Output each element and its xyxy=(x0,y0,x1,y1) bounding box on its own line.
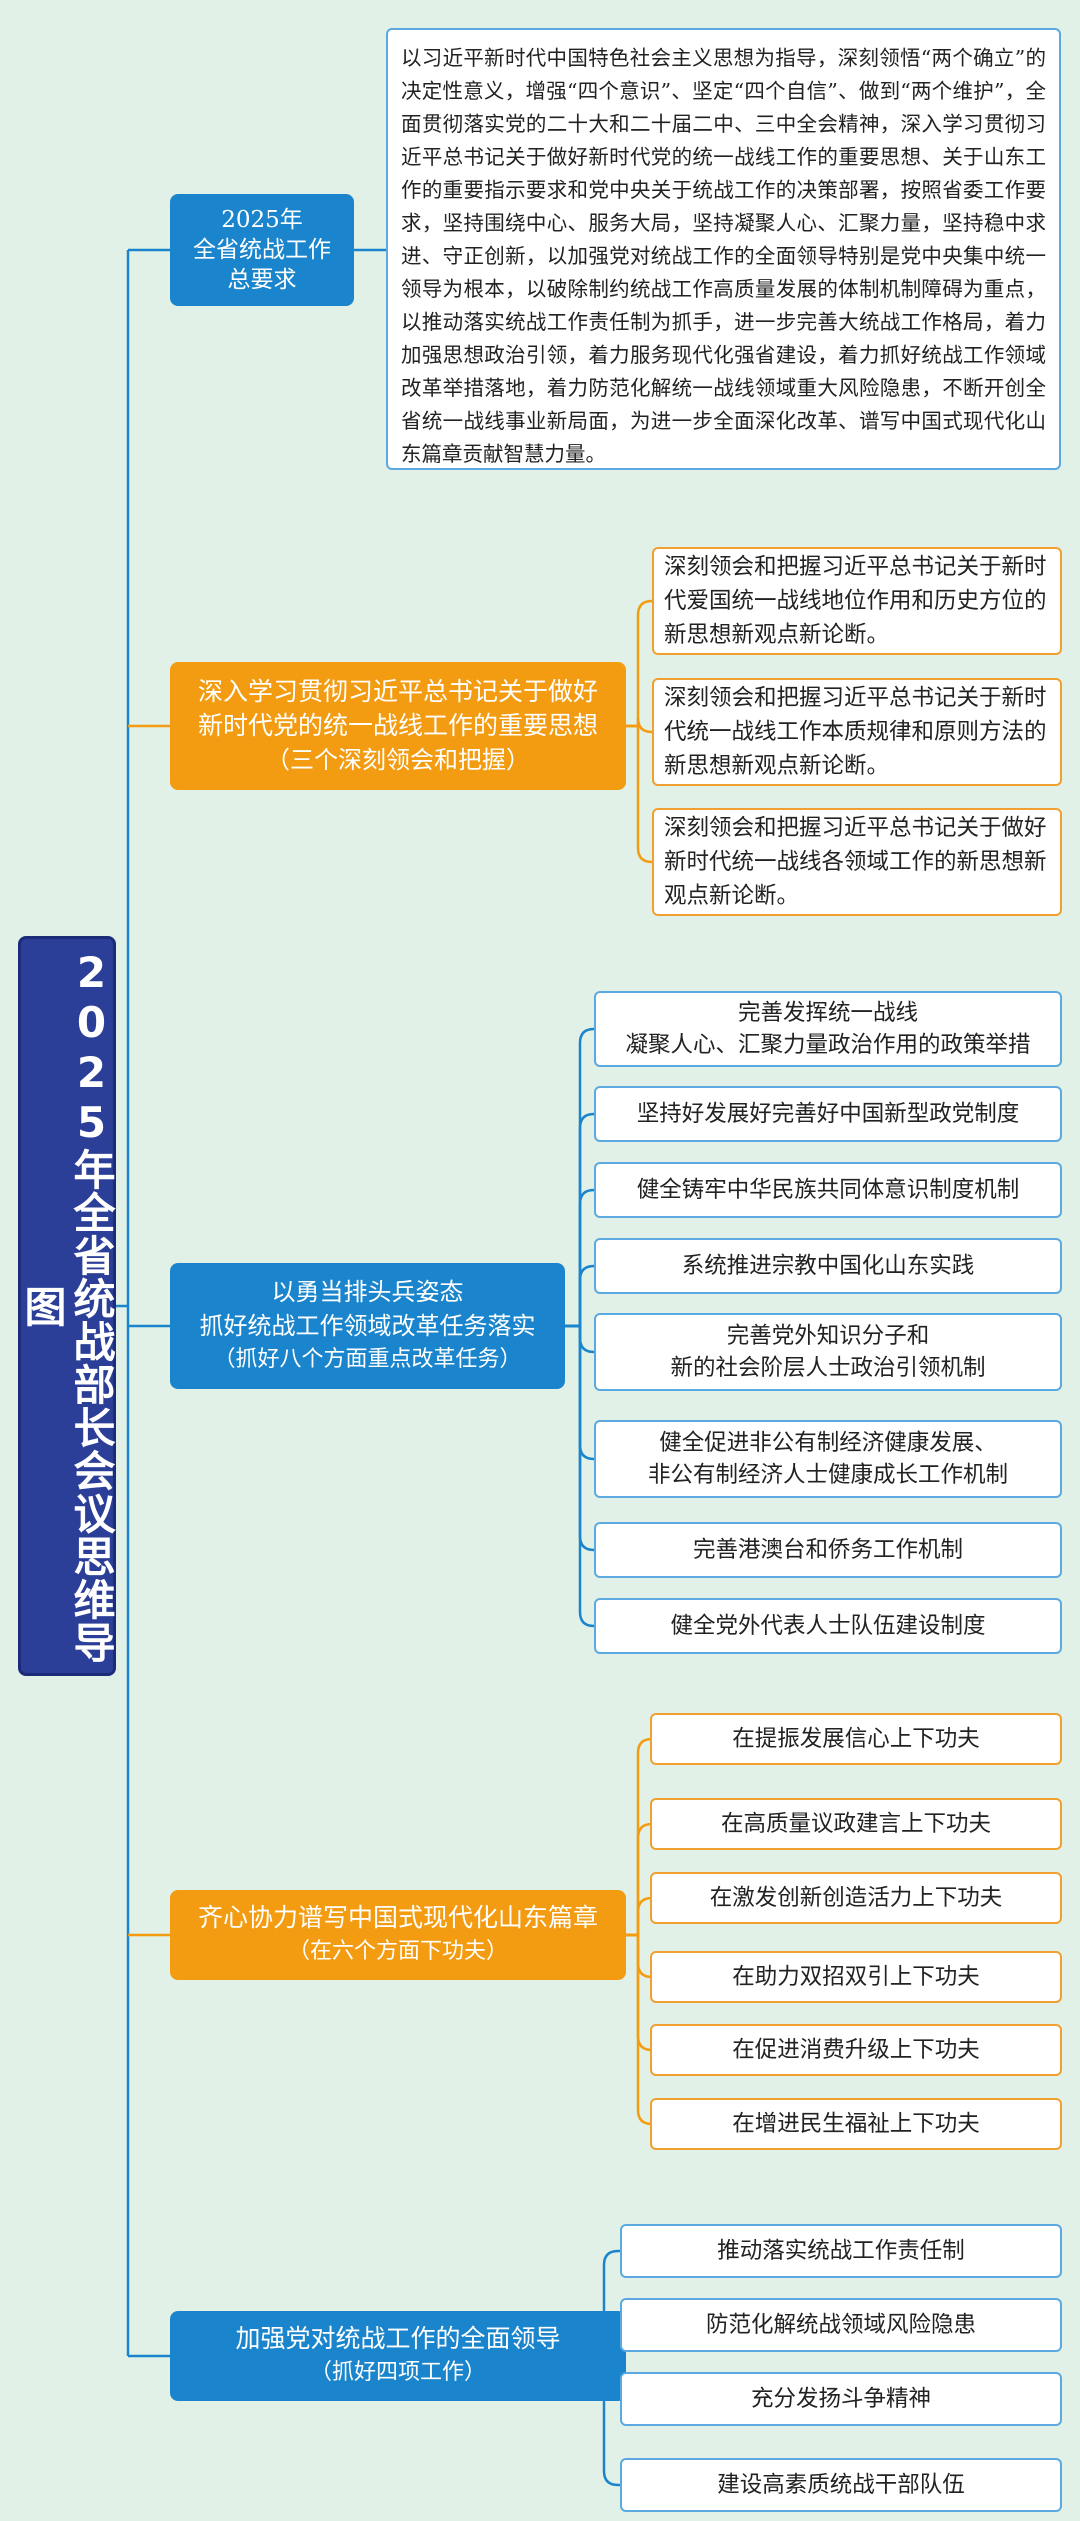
effort-item-3: 在激发创新创造活力上下功夫 xyxy=(650,1872,1062,1924)
general-requirements-text: 以习近平新时代中国特色社会主义思想为指导，深刻领悟“两个确立”的决定性意义，增强… xyxy=(386,28,1061,470)
reform-item-3: 健全铸牢中华民族共同体意识制度机制 xyxy=(594,1162,1062,1218)
reform-link-4 xyxy=(565,1264,595,1328)
study-item-3: 深刻领会和把握习近平总书记关于做好新时代统一战线各领域工作的新思想新观点新论断。 xyxy=(652,808,1062,916)
effort-link-6 xyxy=(626,1933,653,2126)
study-link-2 xyxy=(626,717,653,734)
branch-party-leadership: 加强党对统战工作的全面领导 （抓好四项工作） xyxy=(170,2311,626,2401)
effort-item-6: 在增进民生福祉上下功夫 xyxy=(650,2098,1062,2150)
study-item-2: 深刻领会和把握习近平总书记关于新时代统一战线工作本质规律和原则方法的新思想新观点… xyxy=(652,678,1062,786)
effort-item-2: 在高质量议政建言上下功夫 xyxy=(650,1798,1062,1850)
branch-title: 2025年 全省统战工作 总要求 xyxy=(193,207,331,293)
branch-study-thought: 深入学习贯彻习近平总书记关于做好 新时代党的统一战线工作的重要思想 （三个深刻领… xyxy=(170,662,626,790)
reform-link-3 xyxy=(565,1188,595,1328)
leadership-link-4 xyxy=(602,2354,626,2487)
reform-item-7: 完善港澳台和侨务工作机制 xyxy=(594,1522,1062,1578)
reform-item-8: 健全党外代表人士队伍建设制度 xyxy=(594,1598,1062,1654)
branch-subtitle: （三个深刻领会和把握） xyxy=(266,746,530,774)
leadership-item-2: 防范化解统战领域风险隐患 xyxy=(620,2298,1062,2352)
effort-link-3 xyxy=(626,1896,653,1937)
branch-subtitle: （在六个方面下功夫） xyxy=(287,1939,508,1964)
study-item-1: 深刻领会和把握习近平总书记关于新时代爱国统一战线地位作用和历史方位的新思想新观点… xyxy=(652,547,1062,655)
branch-title: 加强党对统战工作的全面领导 xyxy=(235,2324,561,2353)
study-link-3 xyxy=(626,724,653,864)
reform-item-4: 系统推进宗教中国化山东实践 xyxy=(594,1238,1062,1294)
study-link-1 xyxy=(626,599,653,728)
reform-link-2 xyxy=(565,1112,595,1328)
leadership-item-1: 推动落实统战工作责任制 xyxy=(620,2224,1062,2278)
reform-item-1: 完善发挥统一战线 凝聚人心、汇聚力量政治作用的政策举措 xyxy=(594,991,1062,1067)
central-topic: 2025年全省统战部长会议思维导图 xyxy=(18,936,116,1676)
effort-item-5: 在促进消费升级上下功夫 xyxy=(650,2024,1062,2076)
reform-item-6: 健全促进非公有制经济健康发展、 非公有制经济人士健康成长工作机制 xyxy=(594,1420,1062,1498)
branch-reform-tasks: 以勇当排头兵姿态 抓好统战工作领域改革任务落实 （抓好八个方面重点改革任务） xyxy=(170,1263,565,1389)
branch-subtitle: （抓好八个方面重点改革任务） xyxy=(213,1347,522,1372)
reform-item-2: 坚持好发展好完善好中国新型政党制度 xyxy=(594,1086,1062,1142)
leadership-item-4: 建设高素质统战干部队伍 xyxy=(620,2458,1062,2512)
branch-title: 以勇当排头兵姿态 抓好统战工作领域改革任务落实 xyxy=(199,1278,536,1340)
branch-title: 齐心协力谱写中国式现代化山东篇章 xyxy=(197,1903,598,1932)
reform-link-8 xyxy=(565,1324,595,1628)
reform-item-5: 完善党外知识分子和 新的社会阶层人士政治引领机制 xyxy=(594,1313,1062,1391)
branch-shandong-chapter: 齐心协力谱写中国式现代化山东篇章 （在六个方面下功夫） xyxy=(170,1890,626,1980)
leadership-item-3: 充分发扬斗争精神 xyxy=(620,2372,1062,2426)
leadership-link-1 xyxy=(602,2249,626,2358)
effort-item-4: 在助力双招双引上下功夫 xyxy=(650,1951,1062,2003)
branch-general-requirements: 2025年 全省统战工作 总要求 xyxy=(170,194,354,306)
branch-subtitle: （抓好四项工作） xyxy=(309,2360,486,2385)
reform-link-1 xyxy=(565,1027,595,1328)
central-topic-text: 2025年全省统战部长会议思维导图 xyxy=(18,948,116,1664)
effort-item-1: 在提振发展信心上下功夫 xyxy=(650,1713,1062,1765)
branch-title: 深入学习贯彻习近平总书记关于做好 新时代党的统一战线工作的重要思想 xyxy=(197,677,598,740)
